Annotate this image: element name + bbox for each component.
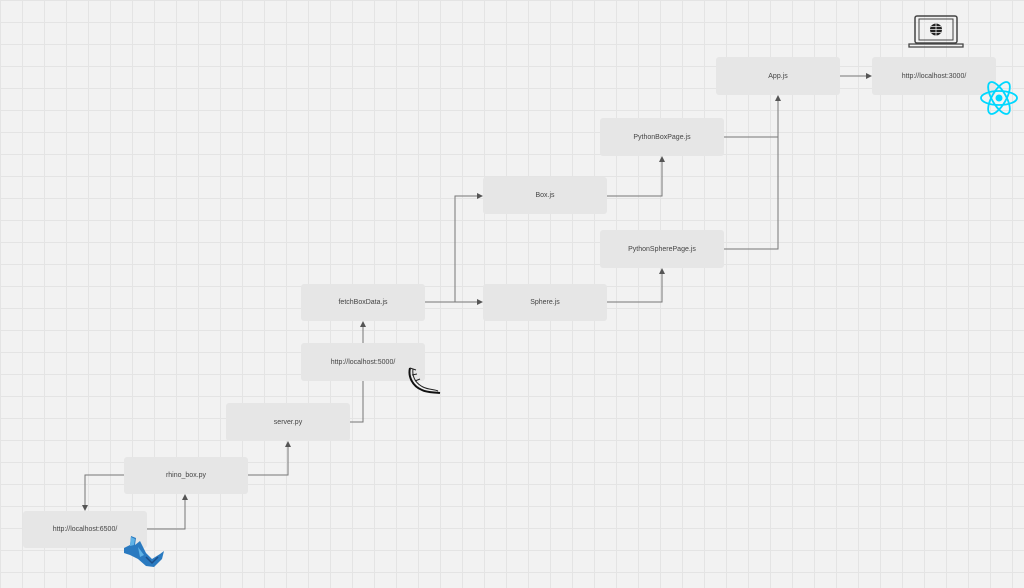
connector-psp-to-app	[724, 137, 779, 250]
node-label: Sphere.js	[530, 299, 560, 306]
laptop-globe-icon	[908, 15, 964, 48]
connector-6500-to-rhino	[147, 494, 188, 530]
node-python-box-page[interactable]: PythonBoxPage.js	[600, 118, 724, 156]
node-label: rhino_box.py	[165, 472, 207, 479]
node-rhino-box[interactable]: rhino_box.py	[124, 457, 248, 494]
node-box[interactable]: Box.js	[483, 177, 607, 214]
connector-rhino-to-server	[248, 441, 291, 476]
node-label: App.js	[768, 72, 788, 80]
connector-rhino-to-6500	[82, 474, 124, 511]
node-app[interactable]: App.js	[716, 57, 840, 95]
node-label: fetchBoxData.js	[338, 299, 388, 306]
node-label: http://localhost:5000/	[330, 358, 396, 366]
rhino-logo-icon	[124, 536, 164, 567]
connector-server-to-5000	[350, 381, 364, 423]
flask-logo-icon	[408, 367, 441, 394]
node-localhost-3000[interactable]: http://localhost:3000/	[872, 57, 996, 95]
connector-pbp-to-app	[724, 95, 781, 138]
node-fetch-box-data[interactable]: fetchBoxData.js	[301, 284, 425, 321]
react-logo-icon	[980, 81, 1018, 115]
node-label: http://localhost:3000/	[901, 72, 967, 80]
node-label: Box.js	[535, 192, 555, 199]
node-localhost-5000[interactable]: http://localhost:5000/	[301, 343, 425, 381]
connector-fetch-to-box	[425, 193, 483, 303]
node-label: server.py	[273, 418, 303, 426]
node-sphere[interactable]: Sphere.js	[483, 284, 607, 321]
node-localhost-6500[interactable]: http://localhost:6500/	[23, 511, 147, 548]
node-label: PythonBoxPage.js	[633, 133, 691, 141]
node-server[interactable]: server.py	[226, 403, 350, 441]
connector-sphere-to-psp	[607, 268, 665, 303]
connector-box-to-pbp	[607, 156, 665, 197]
node-python-sphere-page[interactable]: PythonSpherePage.js	[600, 230, 724, 268]
node-label: PythonSpherePage.js	[628, 245, 696, 253]
node-label: http://localhost:6500/	[52, 526, 118, 533]
